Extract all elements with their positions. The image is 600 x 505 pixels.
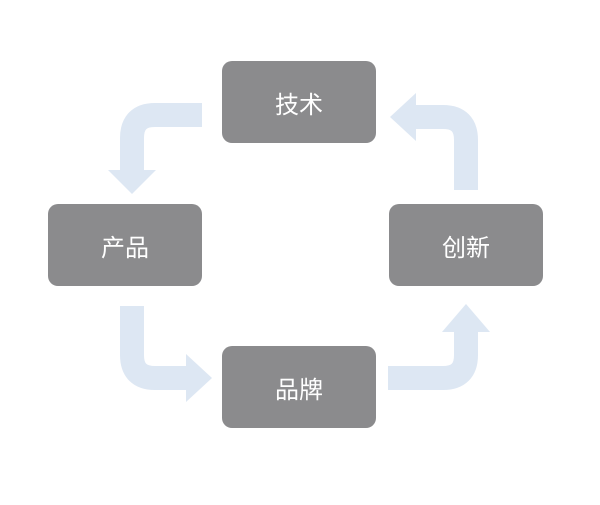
- node-product: 产品: [48, 204, 202, 286]
- arrowhead-left-icon: [390, 93, 416, 141]
- arrow-product-to-brand: [120, 306, 188, 390]
- arrowhead-down-icon: [108, 170, 156, 194]
- arrow-tech-to-product: [120, 103, 202, 172]
- node-innovation: 创新: [389, 204, 543, 286]
- arrowhead-up-icon: [442, 304, 490, 332]
- node-technology: 技术: [222, 61, 376, 143]
- arrow-innovation-to-tech: [414, 105, 478, 190]
- arrowhead-right-icon: [186, 354, 212, 402]
- node-brand: 品牌: [222, 346, 376, 428]
- arrow-brand-to-innovation: [388, 330, 478, 390]
